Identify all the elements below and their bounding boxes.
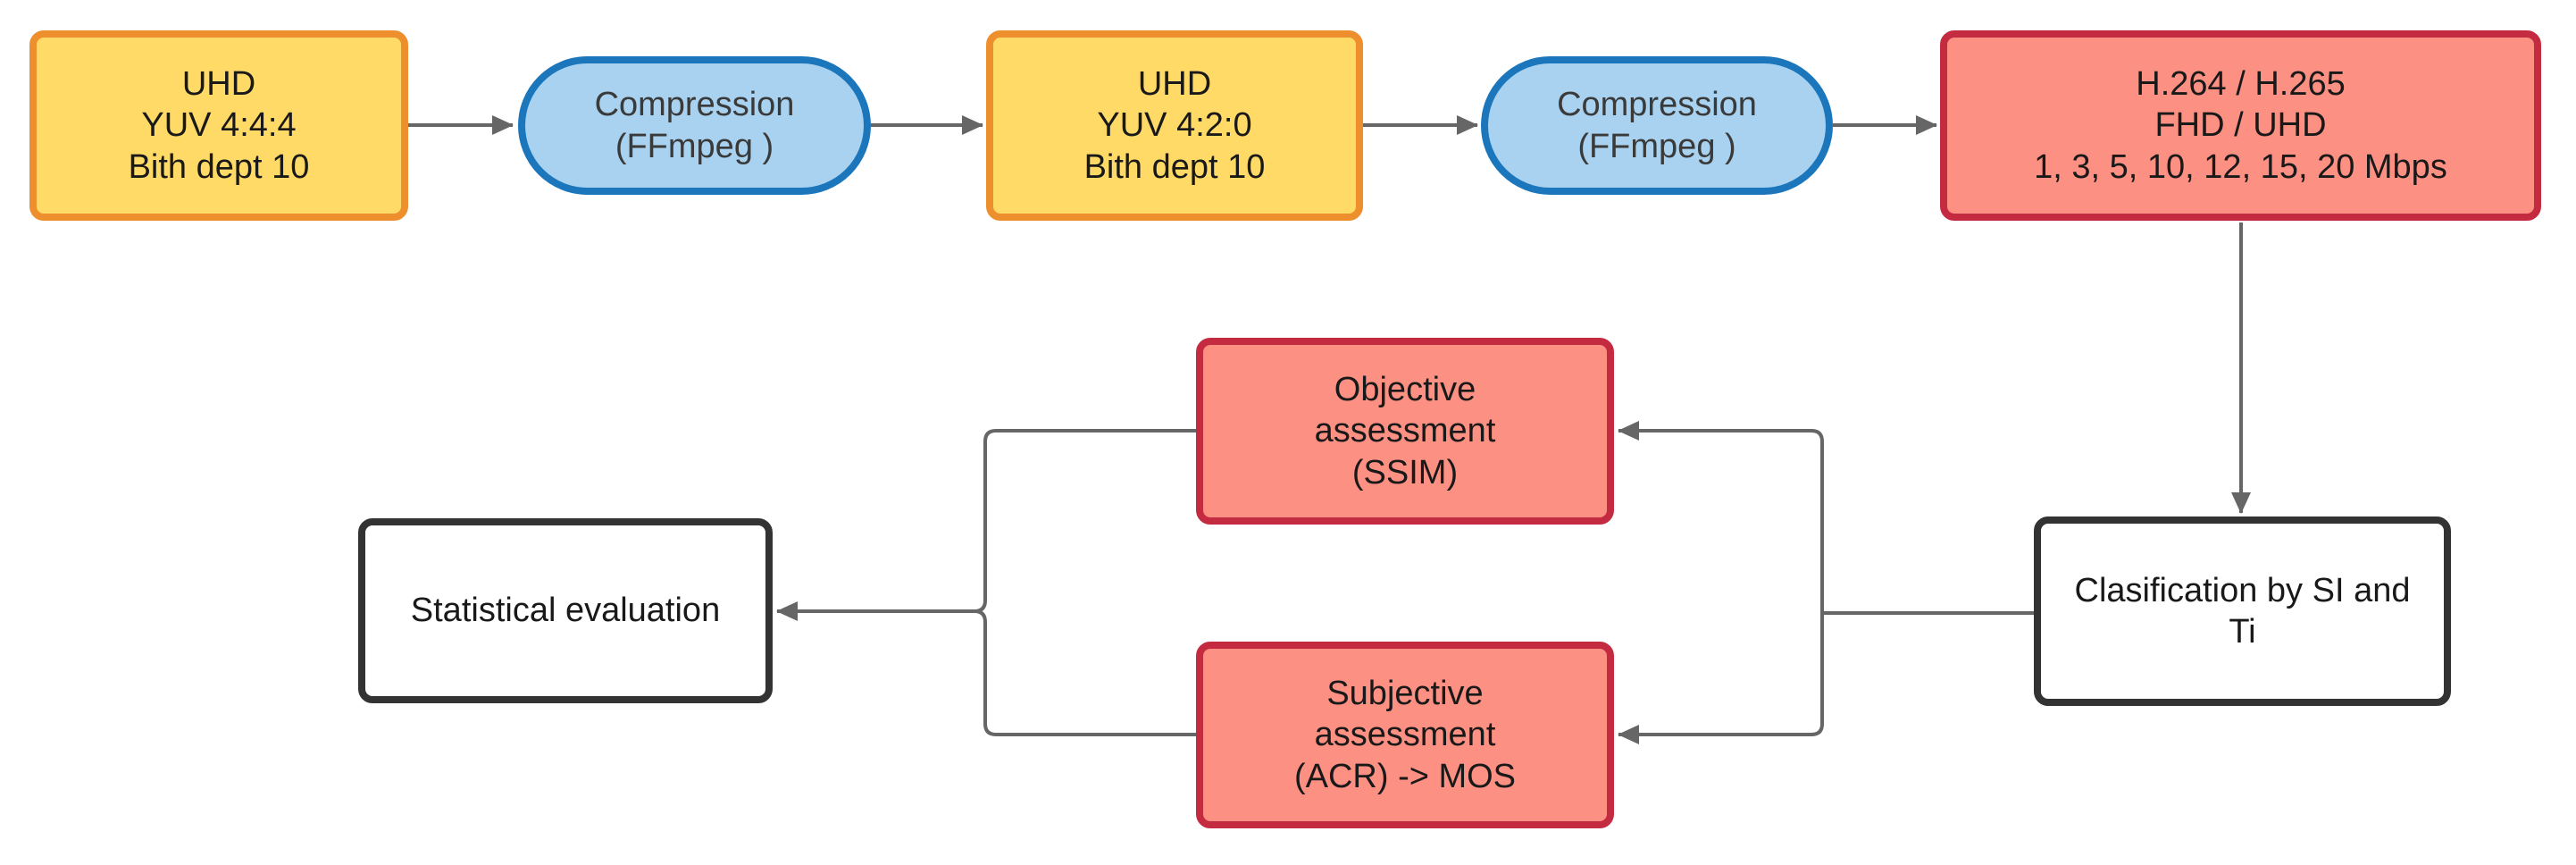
edge-objective-to-statistical: [776, 429, 1196, 621]
node-compression-2: Compression (FFmpeg ): [1481, 56, 1833, 195]
node-clasification-si-ti: Clasification by SI and Ti: [2034, 516, 2451, 706]
node-subjective-assessment: Subjective assessment (ACR) -> MOS: [1196, 642, 1614, 828]
node-encoded-bitrates-label: H.264 / H.265 FHD / UHD 1, 3, 5, 10, 12,…: [2034, 64, 2447, 186]
node-statistical-evaluation-label: Statistical evaluation: [410, 592, 721, 630]
node-compression-2-label: Compression (FFmpeg ): [1557, 86, 1757, 165]
edge-subjective-merge: [974, 609, 1196, 736]
node-objective-assessment-label: Objective assessment (SSIM): [1314, 370, 1496, 491]
edge-clasification-to-objective: [1618, 421, 1824, 613]
node-encoded-bitrates: H.264 / H.265 FHD / UHD 1, 3, 5, 10, 12,…: [1940, 30, 2541, 221]
node-statistical-evaluation: Statistical evaluation: [358, 518, 773, 703]
node-objective-assessment: Objective assessment (SSIM): [1196, 338, 1614, 525]
node-compression-1-label: Compression (FFmpeg ): [594, 86, 795, 165]
node-compression-1: Compression (FFmpeg ): [518, 56, 871, 195]
edge-clasification-to-subjective: [1618, 613, 1824, 744]
node-subjective-assessment-label: Subjective assessment (ACR) -> MOS: [1293, 674, 1517, 795]
node-clasification-si-ti-label: Clasification by SI and Ti: [2074, 571, 2411, 651]
node-uhd-yuv444-label: UHD YUV 4:4:4 Bith dept 10: [128, 64, 310, 186]
node-uhd-yuv420-label: UHD YUV 4:2:0 Bith dept 10: [1083, 64, 1266, 186]
node-uhd-yuv420: UHD YUV 4:2:0 Bith dept 10: [986, 30, 1363, 221]
node-uhd-yuv444: UHD YUV 4:4:4 Bith dept 10: [29, 30, 408, 221]
